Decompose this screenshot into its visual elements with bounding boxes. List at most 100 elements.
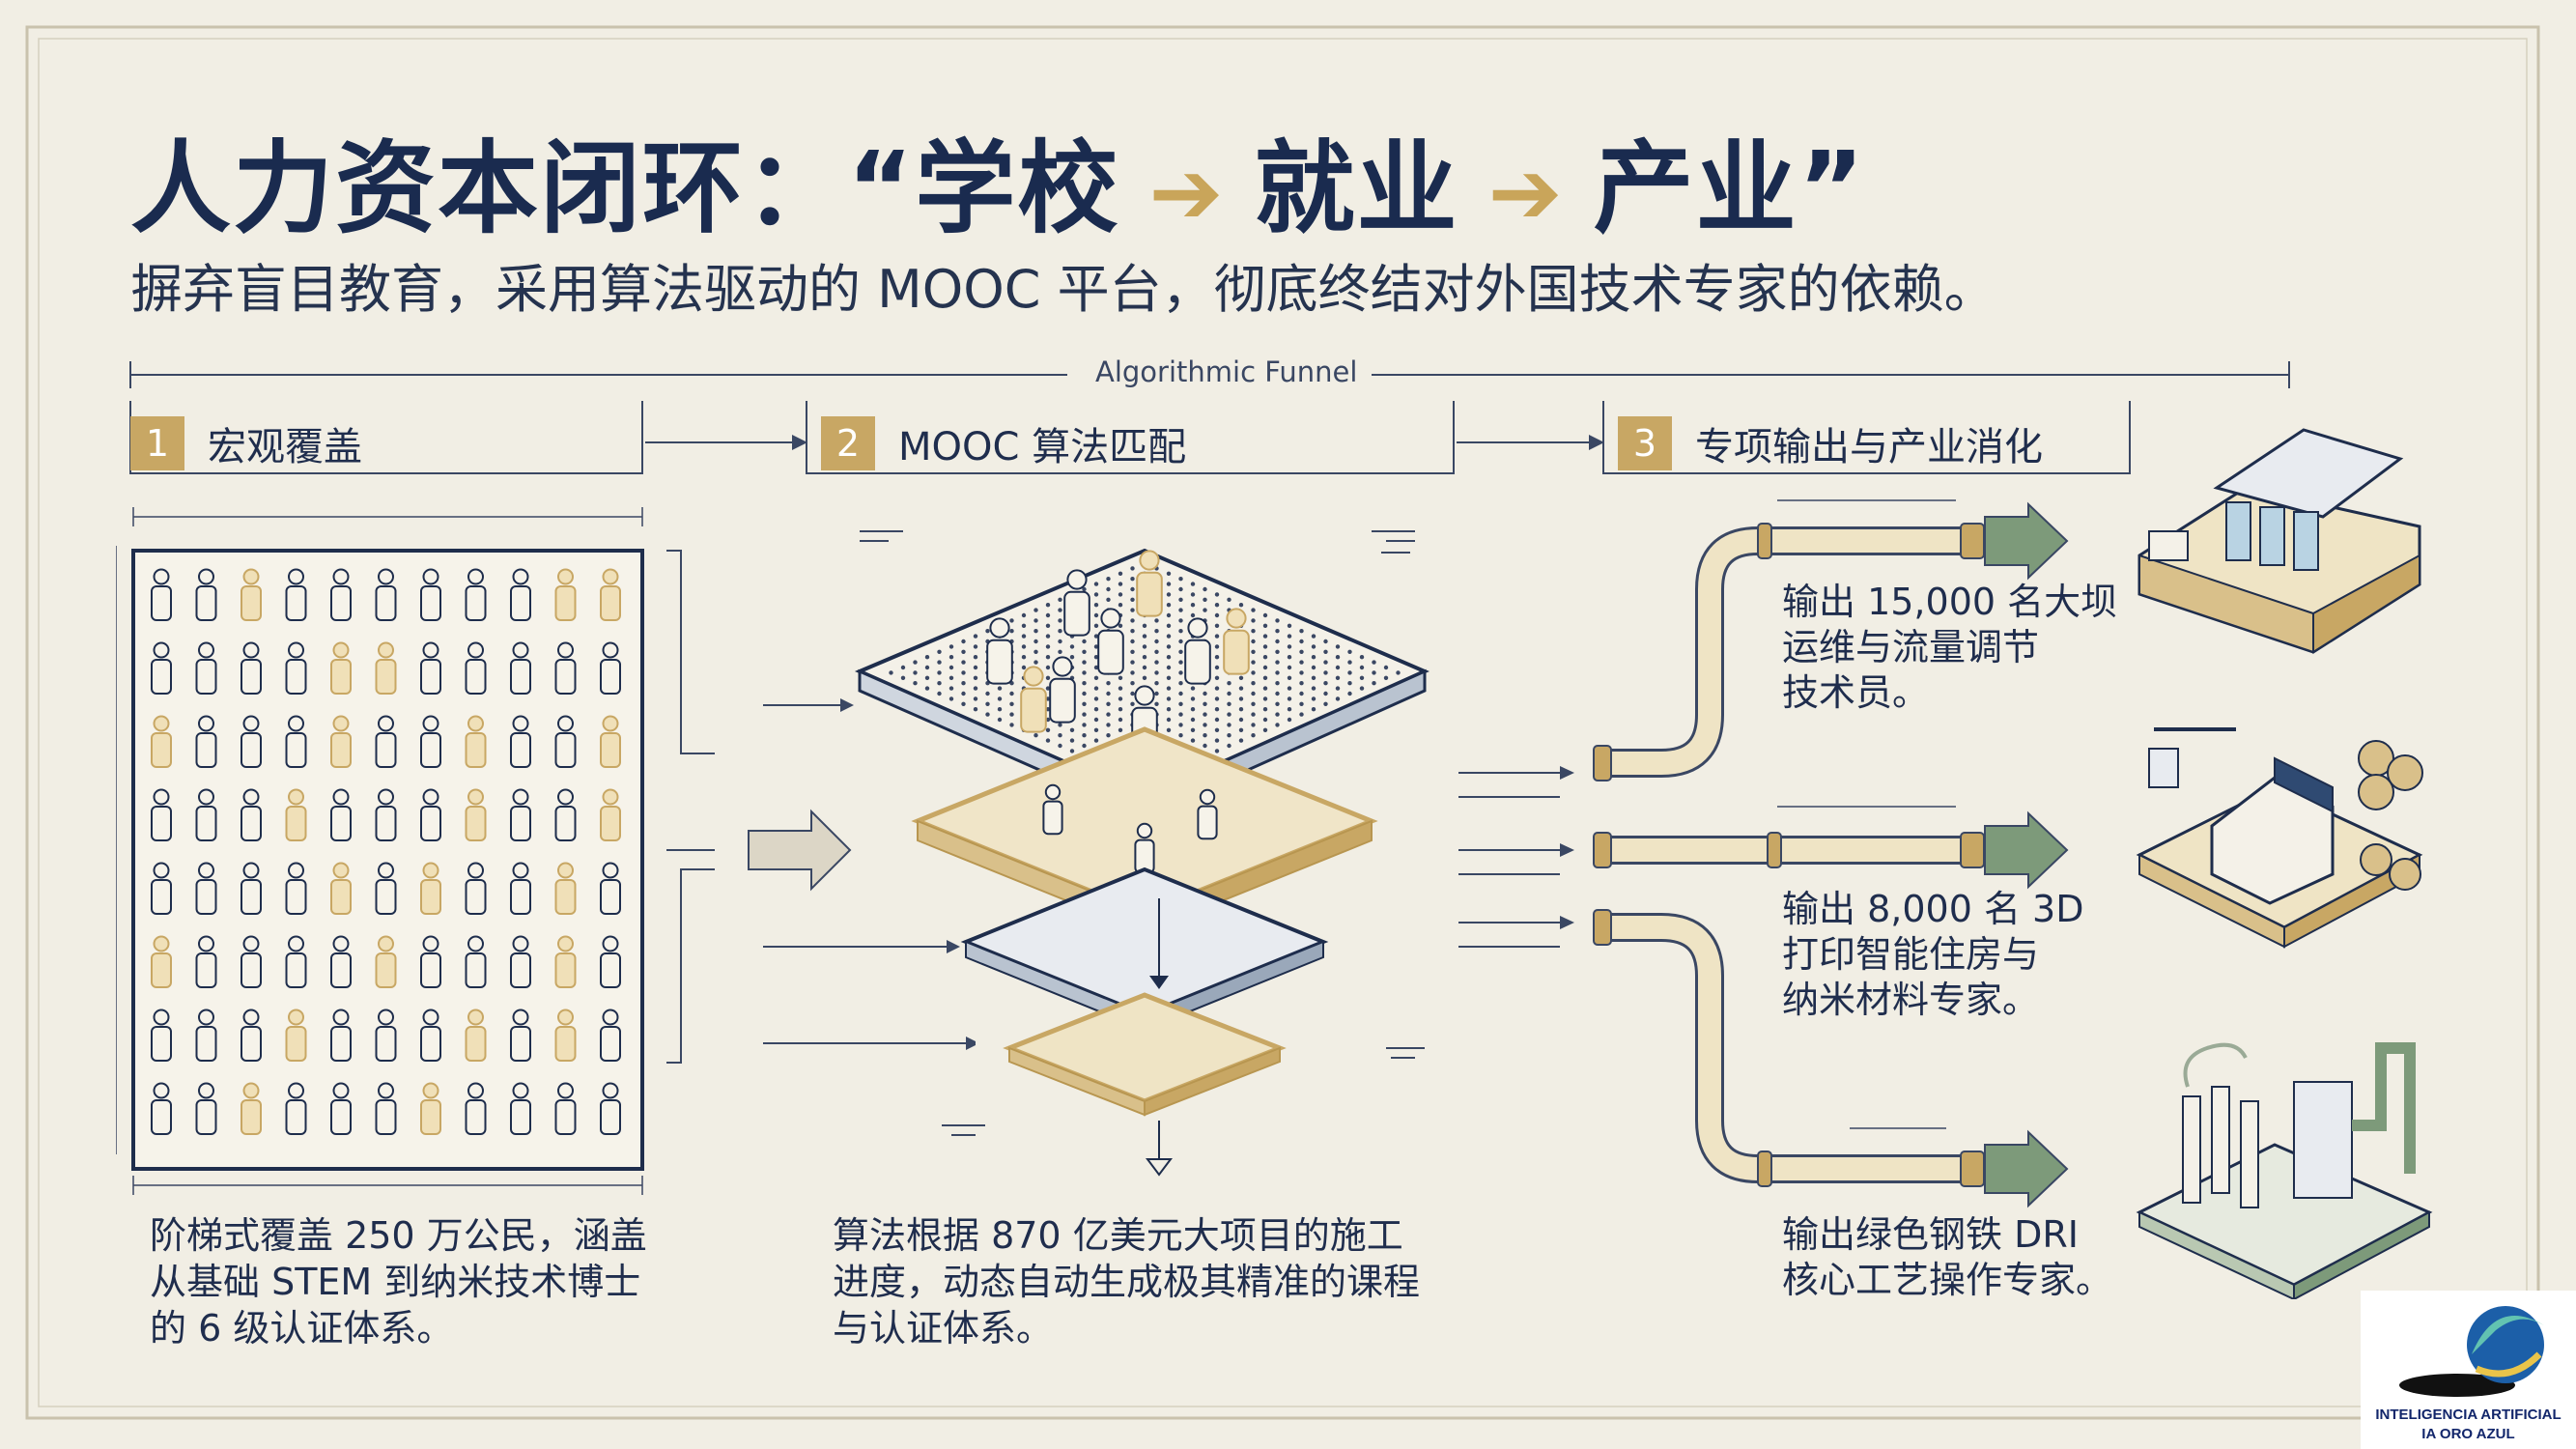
person-icon xyxy=(375,641,397,695)
layer1-people xyxy=(986,550,1250,753)
page-subtitle: 摒弃盲目教育，采用算法驱动的 MOOC 平台，彻底终结对外国技术专家的依赖。 xyxy=(130,259,1996,320)
person-icon xyxy=(420,862,441,915)
dam-icon xyxy=(2137,428,2421,654)
person-icon xyxy=(1049,656,1076,724)
step3-bracket xyxy=(1602,401,2131,474)
person-icon xyxy=(465,1082,487,1135)
person-icon xyxy=(151,641,172,695)
person-icon xyxy=(986,617,1013,685)
page-title: 人力资本闭环：“学校➔就业➔产业” xyxy=(130,106,1866,252)
person-icon xyxy=(151,862,172,915)
person-icon xyxy=(420,788,441,841)
person-icon xyxy=(241,1082,262,1135)
person-icon xyxy=(151,1082,172,1135)
person-icon xyxy=(375,1082,397,1135)
person-icon xyxy=(600,862,621,915)
person-icon xyxy=(600,568,621,621)
step-number-badge: 2 xyxy=(821,416,875,470)
person-icon xyxy=(330,641,352,695)
output-arrow-icon xyxy=(1984,501,2069,581)
inner-frame xyxy=(38,38,2528,1407)
output-3-text: 输出绿色钢铁 DRI 核心工艺操作专家。 xyxy=(1782,1213,2113,1301)
person-icon xyxy=(465,935,487,988)
arrow-right-icon: ➔ xyxy=(1148,141,1226,244)
person-icon xyxy=(1134,822,1155,874)
person-icon xyxy=(151,788,172,841)
person-icon xyxy=(600,935,621,988)
person-icon xyxy=(285,935,307,988)
step-label: MOOC 算法匹配 xyxy=(898,425,1187,469)
output-2-text: 输出 8,000 名 3D 打印智能住房与 纳米材料专家。 xyxy=(1782,888,2084,1021)
person-icon xyxy=(285,1009,307,1062)
person-icon xyxy=(1020,666,1047,733)
person-icon xyxy=(241,1009,262,1062)
step-number-badge: 1 xyxy=(130,416,184,470)
logo-line-2: IA ORO AZUL xyxy=(2421,1426,2515,1442)
stack-layer-4 xyxy=(1003,992,1287,1104)
step-label: 专项输出与产业消化 xyxy=(1695,425,2043,469)
person-icon xyxy=(151,935,172,988)
person-icon xyxy=(465,862,487,915)
person-icon xyxy=(554,862,577,915)
person-icon xyxy=(151,568,172,621)
person-icon xyxy=(554,788,577,841)
person-icon xyxy=(330,788,352,841)
person-icon xyxy=(420,1009,441,1062)
person-icon xyxy=(600,788,621,841)
population-grid xyxy=(116,507,644,1195)
person-icon xyxy=(195,1009,217,1062)
person-icon xyxy=(510,1009,531,1062)
person-icon xyxy=(510,641,531,695)
pipe-3 xyxy=(1599,916,1980,1180)
person-icon xyxy=(330,715,352,768)
logo-line-1: INTELIGENCIA ARTIFICIAL xyxy=(2375,1406,2562,1423)
person-icon xyxy=(285,568,307,621)
funnel-input-arrow-icon xyxy=(748,809,852,892)
person-icon xyxy=(510,788,531,841)
person-icon xyxy=(375,862,397,915)
person-icon xyxy=(1197,788,1218,840)
person-icon xyxy=(510,568,531,621)
brand-logo: INTELIGENCIA ARTIFICIAL IA ORO AZUL xyxy=(2361,1291,2576,1449)
person-icon xyxy=(241,935,262,988)
title-industry: 产业” xyxy=(1593,129,1866,247)
person-icon xyxy=(375,1009,397,1062)
person-icon xyxy=(330,935,352,988)
person-icon xyxy=(375,715,397,768)
output-arrow-icon xyxy=(1984,810,2069,890)
person-icon xyxy=(465,788,487,841)
person-icon xyxy=(330,862,352,915)
person-icon xyxy=(554,1082,577,1135)
person-icon xyxy=(510,715,531,768)
title-employment: 就业 xyxy=(1254,129,1459,247)
output-icons xyxy=(2136,428,2433,1299)
person-icon xyxy=(195,935,217,988)
step-label: 宏观覆盖 xyxy=(208,425,362,469)
logo-globe-icon xyxy=(2399,1306,2544,1397)
person-icon xyxy=(375,788,397,841)
person-icon xyxy=(554,641,577,695)
person-icon xyxy=(420,935,441,988)
person-icon xyxy=(330,1082,352,1135)
person-icon xyxy=(1063,569,1090,637)
person-icon xyxy=(195,788,217,841)
output-pipes xyxy=(1458,499,2069,1208)
person-icon xyxy=(420,568,441,621)
person-icon xyxy=(554,935,577,988)
person-icon xyxy=(241,862,262,915)
person-icon xyxy=(195,862,217,915)
step-header-1: 1 宏观覆盖 xyxy=(130,415,362,471)
person-icon xyxy=(285,1082,307,1135)
person-icon xyxy=(420,1082,441,1135)
person-icon xyxy=(600,715,621,768)
person-icon xyxy=(600,1009,621,1062)
person-icon xyxy=(1223,608,1250,675)
outer-frame xyxy=(25,25,2540,1420)
person-icon xyxy=(151,715,172,768)
step-header-3: 3 专项输出与产业消化 xyxy=(1618,415,2043,471)
person-icon xyxy=(241,788,262,841)
person-icon xyxy=(510,1082,531,1135)
person-icon xyxy=(285,641,307,695)
